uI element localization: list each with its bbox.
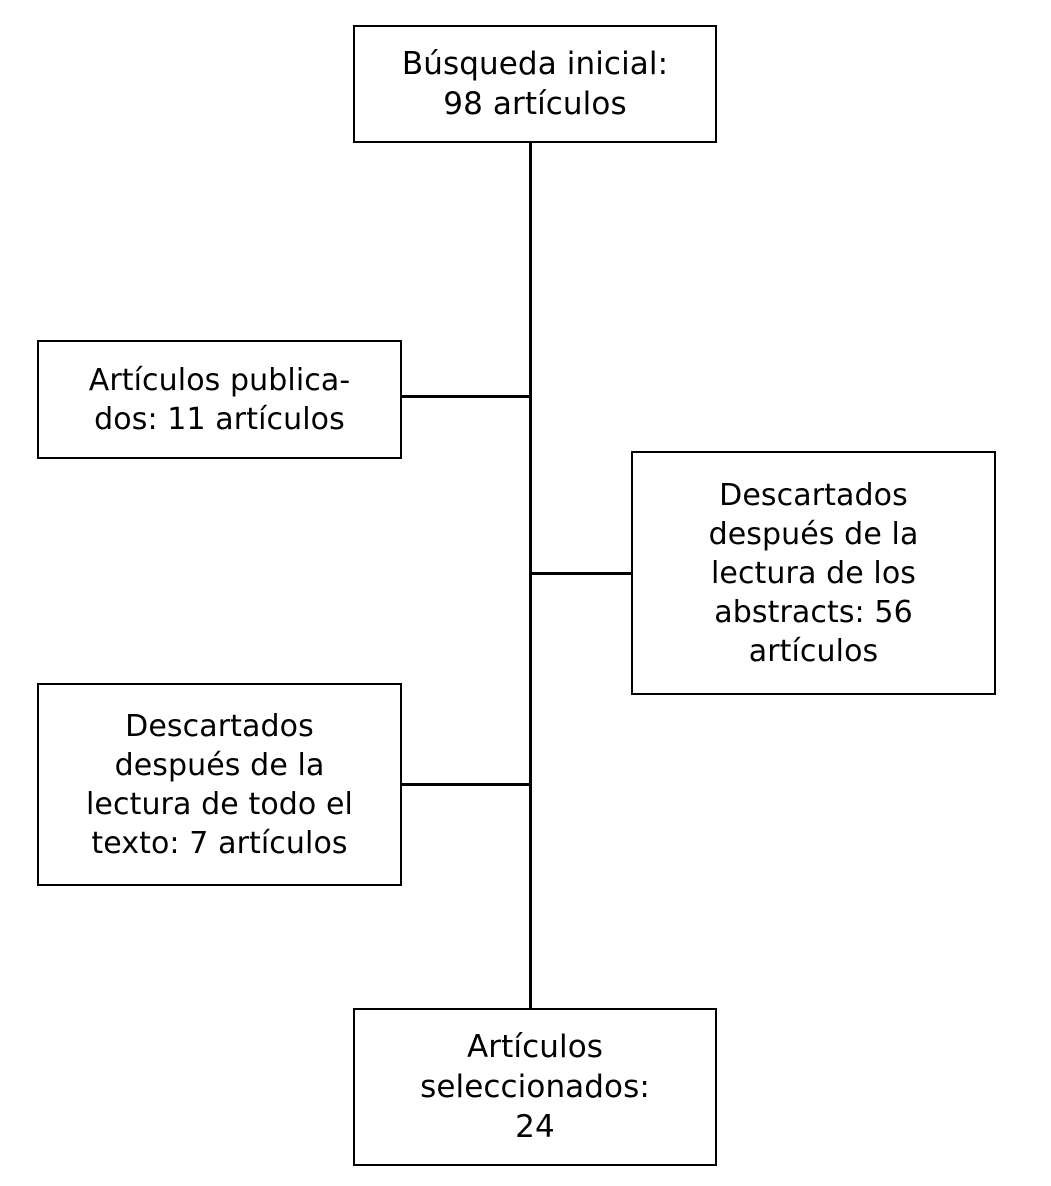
connector-trunk-vertical: [529, 141, 532, 1010]
node-discarded-abstracts: Descartados después de la lectura de los…: [631, 451, 996, 695]
node-discarded-fulltext: Descartados después de la lectura de tod…: [37, 683, 402, 886]
node-published-articles-label: Artículos publica- dos: 11 artículos: [88, 362, 351, 437]
node-discarded-fulltext-label: Descartados después de la lectura de tod…: [86, 708, 353, 861]
connector-to-discarded-abstracts: [529, 572, 633, 575]
node-initial-search-label: Búsqueda inicial: 98 artículos: [401, 45, 669, 122]
node-discarded-abstracts-label: Descartados después de la lectura de los…: [708, 477, 919, 669]
connector-to-discarded-fulltext: [400, 783, 531, 786]
node-initial-search: Búsqueda inicial: 98 artículos: [353, 25, 717, 143]
connector-to-published-articles: [400, 395, 531, 398]
node-selected-articles-label: Artículos seleccionados: 24: [420, 1028, 650, 1146]
node-selected-articles: Artículos seleccionados: 24: [353, 1008, 717, 1166]
node-published-articles: Artículos publica- dos: 11 artículos: [37, 340, 402, 459]
